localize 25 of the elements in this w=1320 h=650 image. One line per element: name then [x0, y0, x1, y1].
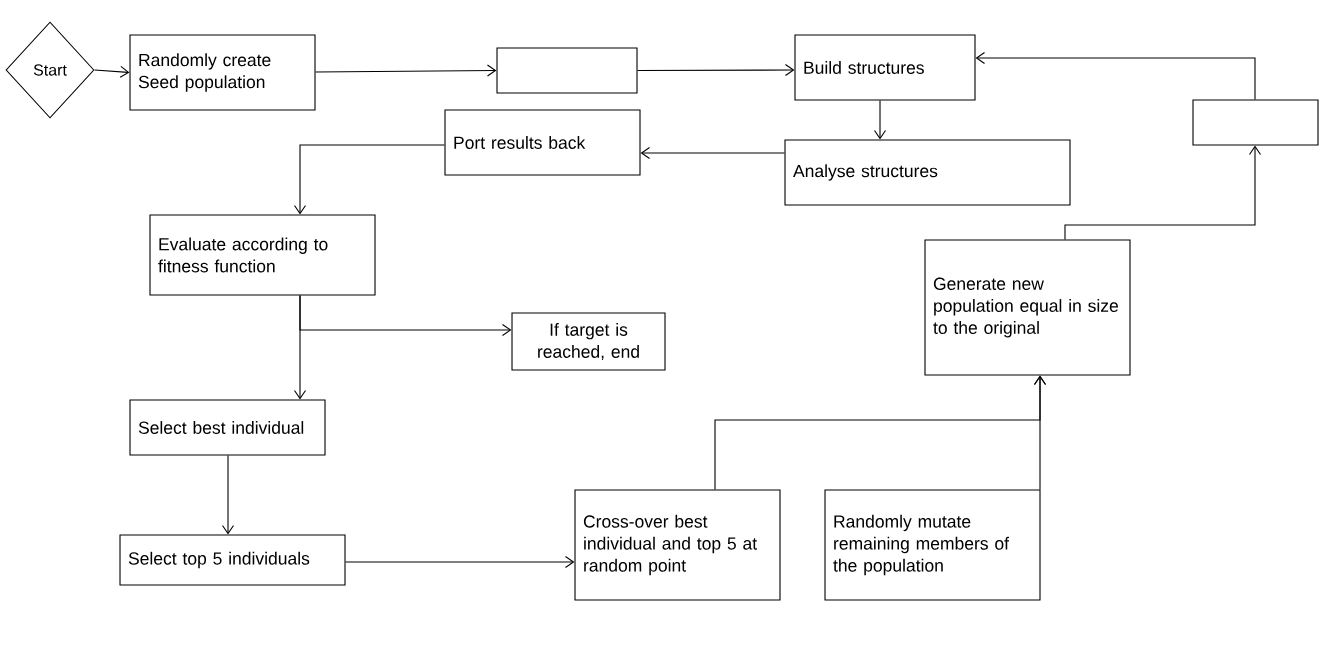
process-box: Generate new population equal in size to the original	[924, 239, 1131, 376]
arrow	[640, 146, 785, 160]
arrow	[293, 144, 445, 215]
arrow	[975, 51, 1256, 100]
arrow	[345, 555, 575, 569]
arrow	[637, 63, 795, 77]
process-box: Select best individual	[129, 399, 326, 456]
arrow	[1033, 375, 1047, 490]
process-box: Select top 5 individuals	[119, 534, 346, 586]
process-box: Build structures	[794, 34, 976, 101]
arrow	[315, 64, 497, 77]
arrow	[221, 455, 235, 535]
process-box: Randomly mutate remaining members of the population	[824, 489, 1041, 601]
process-box: Analyse structures	[784, 139, 1071, 206]
process-box	[1192, 99, 1319, 146]
process-box: Cross-over best individual and top 5 at random point	[574, 489, 781, 601]
process-box: If target is reached, end	[511, 312, 666, 371]
arrow	[293, 295, 307, 400]
arrow	[1064, 145, 1262, 240]
process-box	[496, 47, 638, 94]
process-box: Evaluate according to fitness function	[149, 214, 376, 296]
arrow	[94, 65, 130, 78]
process-box: Port results back	[444, 109, 641, 176]
arrow	[873, 100, 887, 140]
process-box: Randomly create Seed population	[129, 34, 316, 111]
